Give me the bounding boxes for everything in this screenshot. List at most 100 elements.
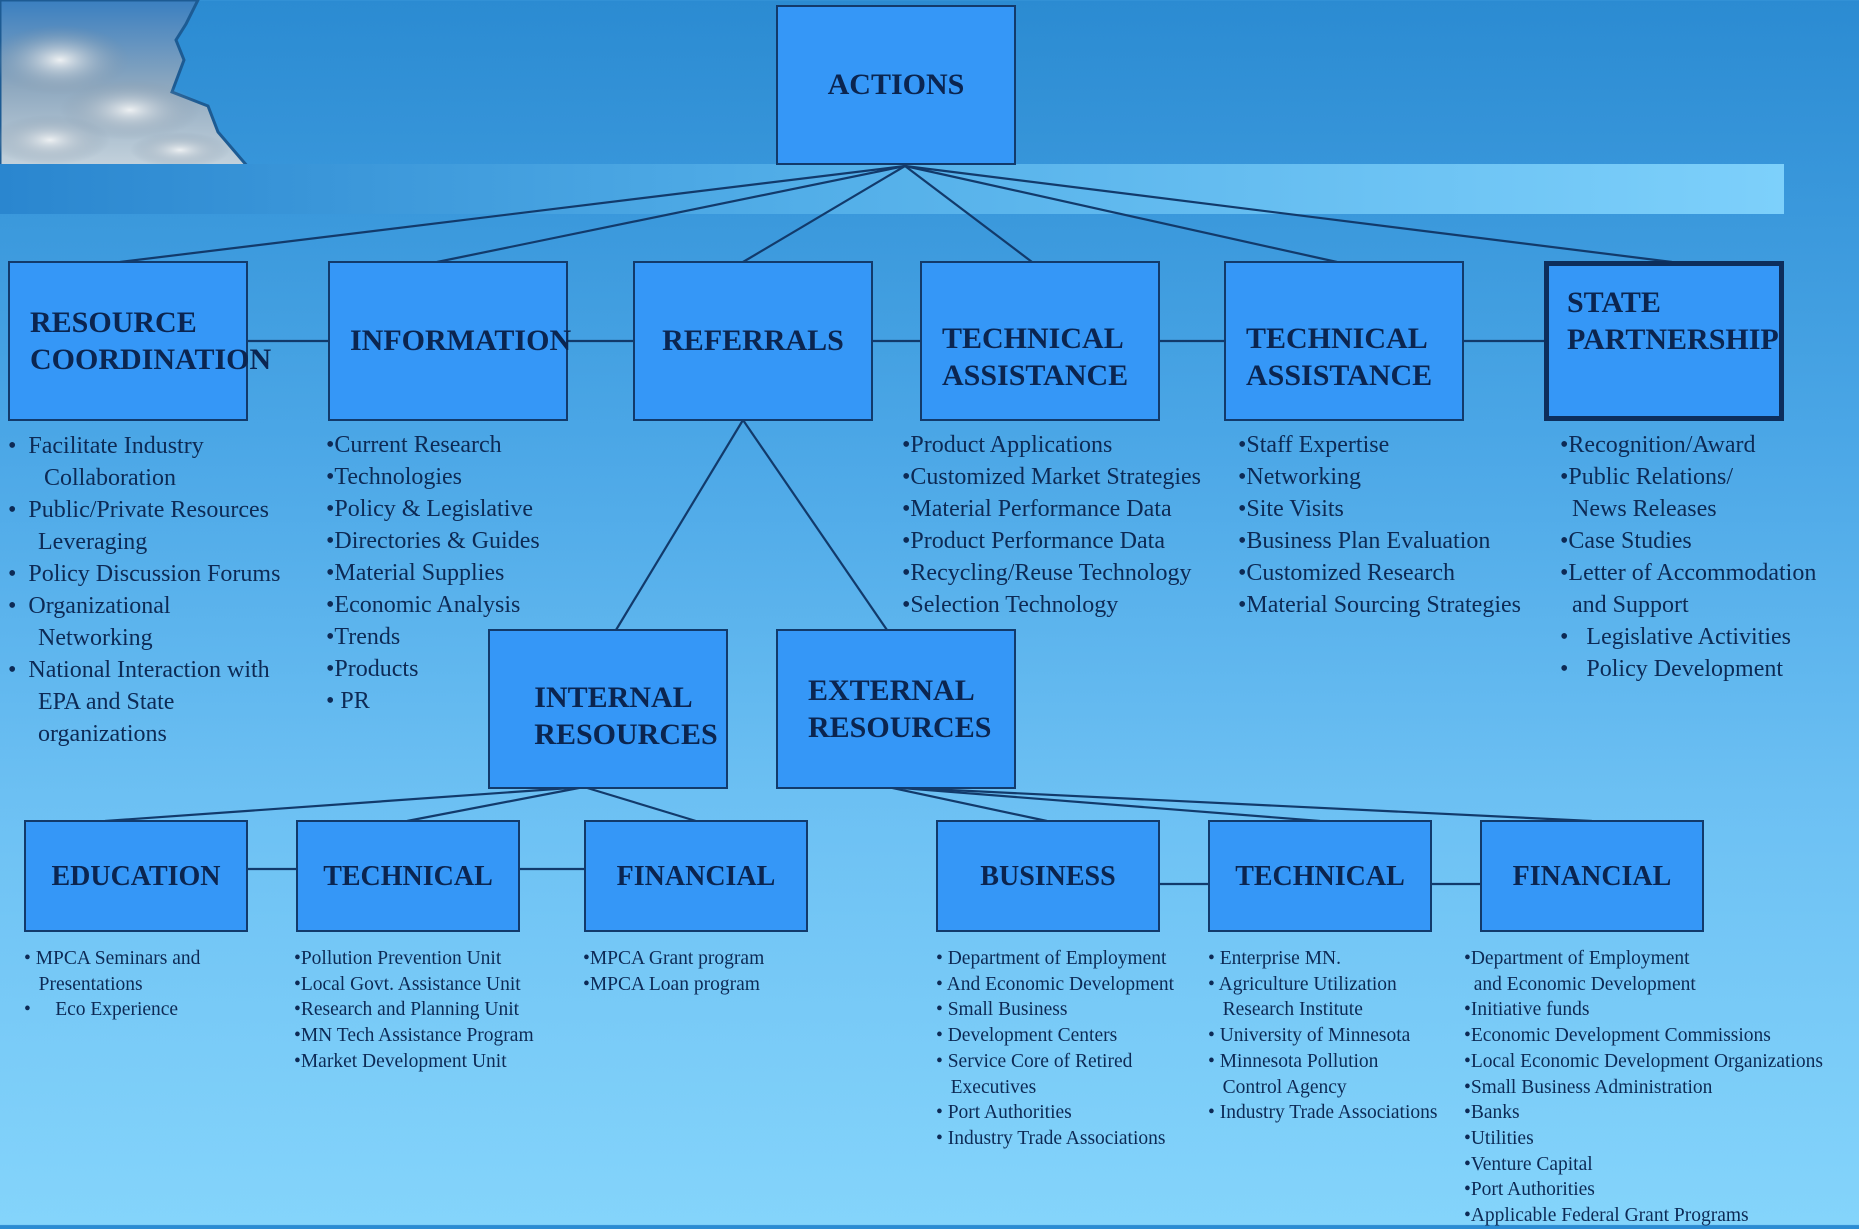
node-business: BUSINESS xyxy=(936,820,1160,932)
list-technical-assistance-1: •Product Applications •Customized Market… xyxy=(902,429,1201,621)
node-state-partnership: STATE PARTNERSHIP xyxy=(1544,261,1784,421)
list-resource-coordination: • Facilitate Industry Collaboration • Pu… xyxy=(8,430,280,750)
node-referrals: REFERRALS xyxy=(633,261,873,421)
node-financial-internal: FINANCIAL xyxy=(584,820,808,932)
node-information: INFORMATION xyxy=(328,261,571,421)
list-item: •Staff Expertise xyxy=(1238,432,1390,458)
list-business: • Department of Employment • And Economi… xyxy=(936,946,1174,1152)
list-item: •Applicable Federal Grant Programs xyxy=(1464,1205,1749,1227)
header-band xyxy=(0,164,1784,214)
connector-line xyxy=(904,165,1033,263)
list-item: • Enterprise MN. xyxy=(1208,948,1342,969)
list-item: and Economic Development xyxy=(1464,973,1696,995)
list-item: •Local Govt. Assistance Unit xyxy=(294,973,521,995)
node-internal-resources: INTERNAL RESOURCES xyxy=(488,629,728,789)
connector-line xyxy=(406,785,585,823)
list-item: •Economic Development Commissions xyxy=(1464,1025,1771,1047)
list-item: •Business Plan Evaluation xyxy=(1238,528,1491,554)
list-item: •Initiative funds xyxy=(1464,999,1590,1021)
list-item: Leveraging xyxy=(8,529,148,555)
list-item: • Public/Private Resources xyxy=(8,497,270,523)
list-financial-internal: •MPCA Grant program •MPCA Loan program xyxy=(583,946,764,997)
list-item: •Customized Research xyxy=(1238,560,1456,586)
list-item: • Service Core of Retired xyxy=(936,1050,1133,1072)
list-item: •Directories & Guides xyxy=(326,528,540,554)
list-item: •Research and Planning Unit xyxy=(294,999,520,1021)
list-item: •MN Tech Assistance Program xyxy=(294,1025,534,1047)
node-financial-external: FINANCIAL xyxy=(1480,820,1704,932)
connector-line xyxy=(904,164,1673,264)
list-item: Collaboration xyxy=(8,465,176,491)
connector-line xyxy=(104,785,585,823)
connector-line xyxy=(119,164,906,264)
connector-line xyxy=(904,164,1338,264)
list-technical-external: • Enterprise MN. • Agriculture Utilizati… xyxy=(1208,946,1437,1126)
list-item: •Small Business Administration xyxy=(1464,1076,1713,1098)
list-item: EPA and State xyxy=(8,689,175,715)
node-external-resources: EXTERNAL RESOURCES xyxy=(776,629,1016,789)
list-education: • MPCA Seminars and Presentations • Eco … xyxy=(24,946,200,1023)
list-information: •Current Research •Technologies •Policy … xyxy=(326,429,540,717)
list-item: Presentations xyxy=(24,973,143,995)
sky-map-graphic xyxy=(0,0,258,176)
list-item: •Pollution Prevention Unit xyxy=(294,948,502,969)
list-financial-external: •Department of Employment and Economic D… xyxy=(1464,946,1823,1229)
list-item: • Industry Trade Associations xyxy=(936,1127,1166,1149)
node-education: EDUCATION xyxy=(24,820,248,932)
list-item: •Material Supplies xyxy=(326,560,505,586)
list-item: •Selection Technology xyxy=(902,592,1119,618)
list-item: •Material Performance Data xyxy=(902,496,1172,522)
list-item: •Letter of Accommodation xyxy=(1560,560,1817,586)
list-item: •Site Visits xyxy=(1238,496,1344,522)
connector-line xyxy=(583,785,697,823)
list-item: • National Interaction with xyxy=(8,657,270,683)
list-technical-assistance-2: •Staff Expertise •Networking •Site Visit… xyxy=(1238,429,1521,621)
list-item: •Recycling/Reuse Technology xyxy=(902,560,1192,586)
list-item: • Policy Discussion Forums xyxy=(8,561,281,587)
list-item: •Current Research xyxy=(326,432,502,458)
list-item: • MPCA Seminars and xyxy=(24,948,201,969)
list-item: • Facilitate Industry xyxy=(8,433,204,459)
list-item: • Organizational xyxy=(8,593,171,619)
list-item: •Trends xyxy=(326,624,401,650)
connector-line xyxy=(887,785,1048,823)
list-item: •Public Relations/ xyxy=(1560,464,1734,490)
list-item: • Eco Experience xyxy=(24,999,179,1021)
list-item: • Port Authorities xyxy=(936,1102,1072,1124)
connector-line xyxy=(615,419,744,631)
list-item: • Agriculture Utilization xyxy=(1208,973,1397,995)
connector-line xyxy=(742,165,906,263)
list-item: • And Economic Development xyxy=(936,973,1175,995)
list-item: •Networking xyxy=(1238,464,1362,490)
list-item: Networking xyxy=(8,625,153,651)
node-technical-assistance-2: TECHNICAL ASSISTANCE xyxy=(1224,261,1464,421)
list-item: •Product Performance Data xyxy=(902,528,1165,554)
list-item: •Utilities xyxy=(1464,1127,1534,1149)
list-item: Executives xyxy=(936,1076,1037,1098)
list-item: •Department of Employment xyxy=(1464,948,1690,969)
list-item: • Small Business xyxy=(936,999,1068,1021)
list-item: • Development Centers xyxy=(936,1025,1118,1047)
list-item: • Legislative Activities xyxy=(1560,624,1792,650)
list-item: •Material Sourcing Strategies xyxy=(1238,592,1521,618)
list-item: •Case Studies xyxy=(1560,528,1692,554)
list-item: • PR xyxy=(326,688,370,714)
list-item: •Economic Analysis xyxy=(326,592,521,618)
node-resource-coordination: RESOURCE COORDINATION xyxy=(8,261,271,421)
list-item: organizations xyxy=(8,721,167,747)
list-technical-internal: •Pollution Prevention Unit •Local Govt. … xyxy=(294,946,534,1075)
node-actions: ACTIONS xyxy=(776,5,1016,165)
list-item: • University of Minnesota xyxy=(1208,1025,1411,1047)
connector-line xyxy=(742,419,888,631)
list-item: Research Institute xyxy=(1208,999,1363,1021)
connector-line xyxy=(436,164,906,264)
list-item: •Recognition/Award xyxy=(1560,432,1756,458)
list-item: News Releases xyxy=(1560,496,1717,522)
list-item: • Policy Development xyxy=(1560,656,1784,682)
node-technical-internal: TECHNICAL xyxy=(296,820,520,932)
list-item: • Industry Trade Associations xyxy=(1208,1102,1438,1124)
node-technical-external: TECHNICAL xyxy=(1208,820,1432,932)
list-item: and Support xyxy=(1560,592,1689,618)
list-item: •Market Development Unit xyxy=(294,1050,507,1072)
